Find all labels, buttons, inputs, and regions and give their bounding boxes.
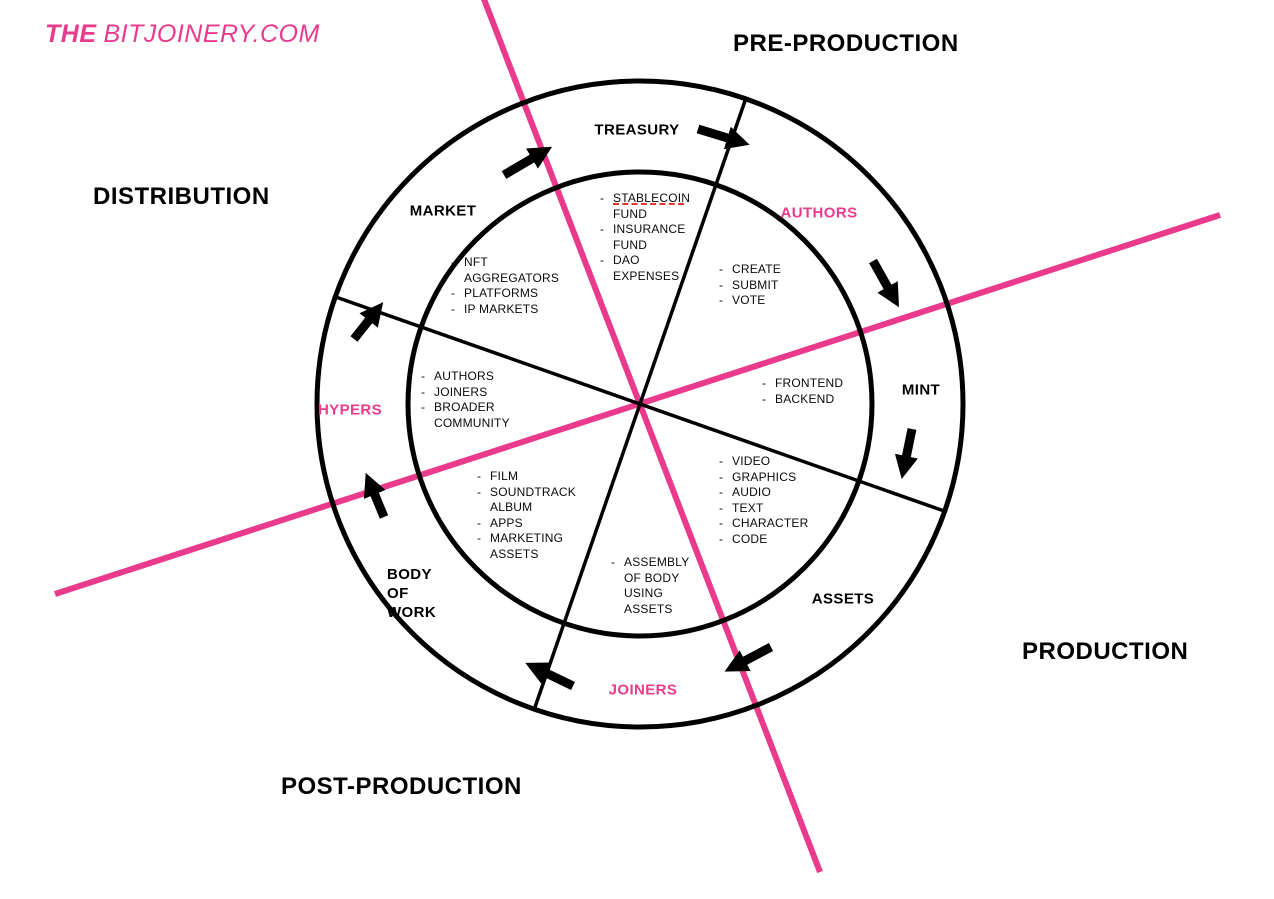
list-item: CODE <box>719 532 814 548</box>
list-item: IP MARKETS <box>451 302 551 318</box>
list-item: BACKEND <box>762 392 857 408</box>
outer-circle <box>314 78 966 730</box>
list-item: APPS <box>477 516 577 532</box>
phase-label-distribution: DISTRIBUTION <box>93 183 270 210</box>
list-item: FRONTEND <box>762 376 857 392</box>
list-item: TEXT <box>719 501 814 517</box>
phase-label-production: PRODUCTION <box>1022 638 1189 665</box>
list-item: BROADER COMMUNITY <box>421 400 514 431</box>
list-item: ASSEMBLY OF BODY USING ASSETS <box>611 555 693 617</box>
sector-label-hypers: HYPERS <box>317 401 383 419</box>
sector-label-joiners: JOINERS <box>608 681 678 699</box>
inner-circle <box>405 169 875 639</box>
flow-arrow-assets-to-joiners-icon <box>724 643 774 672</box>
list-item: STABLECOIN FUND <box>600 191 693 222</box>
mint-items-list: FRONTENDBACKEND <box>762 376 857 407</box>
sector-label-treasury: TREASURY <box>594 121 680 139</box>
treasury-items-list: STABLECOIN FUNDINSURANCE FUNDDAO EXPENSE… <box>600 191 693 284</box>
joiners-items-list: ASSEMBLY OF BODY USING ASSETS <box>611 555 693 617</box>
list-item: DAO EXPENSES <box>600 253 693 284</box>
list-item: AUTHORS <box>421 369 514 385</box>
list-item: PLATFORMS <box>451 286 551 302</box>
sector-label-authors: AUTHORS <box>780 204 858 222</box>
spellcheck-underline <box>613 203 684 205</box>
authors-items-list: CREATESUBMITVOTE <box>719 262 799 309</box>
list-item: NFT AGGREGATORS <box>451 255 559 286</box>
flow-arrow-joiners-to-body-icon <box>525 662 575 691</box>
flow-arrow-treasury-to-authors-icon <box>696 124 750 150</box>
flow-arrow-hypers-to-market-icon <box>350 302 384 342</box>
market-items-list: NFT AGGREGATORSPLATFORMSIP MARKETS <box>451 255 559 318</box>
sector-label-mint: MINT <box>901 381 941 399</box>
flow-arrow-body-to-hypers-icon <box>363 472 389 519</box>
list-item: GRAPHICS <box>719 470 814 486</box>
body-of-work-items-list: FILMSOUNDTRACK ALBUMAPPSMARKETING ASSETS <box>477 469 577 562</box>
logo-domain: BITJOINERY.COM <box>103 20 320 48</box>
sector-label-body-of-work: BODY OF WORK <box>387 566 437 621</box>
phase-label-pre-production: PRE-PRODUCTION <box>733 30 959 57</box>
assets-items-list: VIDEOGRAPHICSAUDIOTEXTCHARACTERCODE <box>719 454 814 547</box>
list-item: SUBMIT <box>719 278 799 294</box>
list-item: MARKETING ASSETS <box>477 531 577 562</box>
sector-label-assets: ASSETS <box>811 590 875 608</box>
list-item: SOUNDTRACK ALBUM <box>477 485 577 516</box>
sector-divider-line-2 <box>332 294 948 514</box>
list-item: INSURANCE FUND <box>600 222 693 253</box>
phase-label-post-production: POST-PRODUCTION <box>281 773 522 800</box>
hypers-items-list: AUTHORSJOINERSBROADER COMMUNITY <box>421 369 514 431</box>
sector-label-market: MARKET <box>409 202 477 220</box>
phase-divider-line-vertical <box>481 0 823 874</box>
logo-the: THE <box>45 20 97 48</box>
list-item: JOINERS <box>421 385 514 401</box>
list-item: CHARACTER <box>719 516 814 532</box>
flow-arrow-authors-to-mint-icon <box>869 258 900 308</box>
flow-arrow-market-to-treasury-icon <box>501 146 553 179</box>
list-item: AUDIO <box>719 485 814 501</box>
list-item: CREATE <box>719 262 799 278</box>
flow-arrow-mint-to-assets-icon <box>894 428 918 480</box>
list-item: VOTE <box>719 293 799 309</box>
list-item: VIDEO <box>719 454 814 470</box>
list-item: FILM <box>477 469 577 485</box>
